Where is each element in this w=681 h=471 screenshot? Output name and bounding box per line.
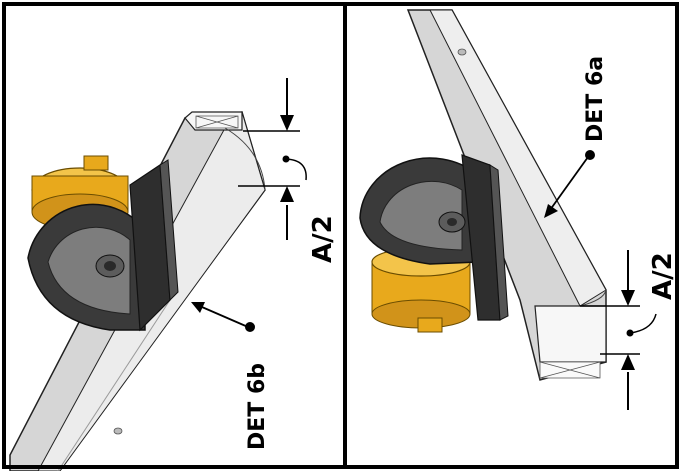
dimension-label-6a: A/2 xyxy=(648,252,678,300)
dimension-label-6b: A/2 xyxy=(308,215,338,263)
bracket-6b xyxy=(27,159,179,332)
rail-6a xyxy=(406,9,607,381)
detail-label-6b: DET 6b xyxy=(245,363,270,450)
callout-6b: DET 6b xyxy=(191,302,270,450)
detail-label-6a: DET 6a xyxy=(583,56,608,142)
bracket-6a xyxy=(359,154,509,321)
dimension-6b: A/2 xyxy=(238,78,338,263)
dimension-6a: A/2 xyxy=(580,250,678,410)
callout-6a: DET 6a xyxy=(544,56,608,218)
panel-right: A/2 DET 6a xyxy=(359,9,678,410)
panel-left: A/2 DET 6b xyxy=(9,78,338,471)
